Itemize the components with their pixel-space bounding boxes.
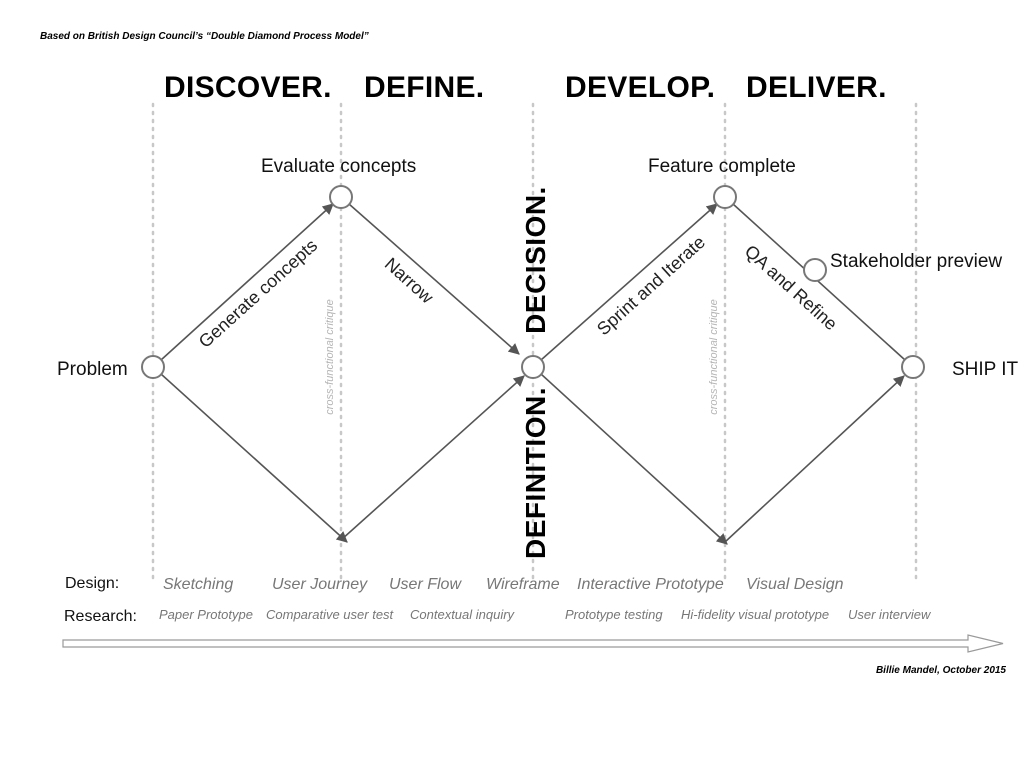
- critique-label: cross-functional critique: [708, 299, 720, 415]
- edge-converge-lower: [340, 375, 525, 541]
- research-item: Comparative user test: [266, 607, 395, 622]
- phase-define: DEFINE.: [364, 71, 484, 104]
- author-credit: Billie Mandel, October 2015: [876, 665, 1006, 676]
- label-problem: Problem: [57, 359, 128, 380]
- edge-diverge-lower: [160, 373, 348, 543]
- design-item: Interactive Prototype: [577, 576, 724, 593]
- label-stakeholder: Stakeholder preview: [830, 251, 1002, 272]
- node-stakeholder: [803, 258, 827, 282]
- edge-generate: [160, 203, 334, 361]
- label-generate: Generate concepts: [195, 235, 321, 352]
- diamond-nodes: [141, 185, 925, 379]
- timeline-arrow: [62, 634, 1004, 653]
- node-ship: [901, 355, 925, 379]
- research-item: Contextual inquiry: [410, 607, 516, 622]
- label-evaluate: Evaluate concepts: [261, 156, 416, 177]
- label-feature: Feature complete: [648, 156, 796, 177]
- edge-qa: [732, 203, 906, 361]
- phase-guides: [151, 102, 918, 582]
- node-evaluate: [329, 185, 353, 209]
- edge-sprint: [540, 203, 718, 361]
- research-row-label: Research:: [64, 608, 137, 625]
- label-sprint: Sprint and Iterate: [593, 232, 709, 339]
- critique-label: cross-functional critique: [324, 299, 336, 415]
- research-item: Paper Prototype: [159, 607, 253, 622]
- phase-develop: DEVELOP.: [565, 71, 715, 104]
- edge-narrow: [348, 203, 520, 355]
- source-note: Based on British Design Council’s “Doubl…: [40, 31, 369, 42]
- design-item: Sketching: [163, 576, 233, 593]
- label-narrow: Narrow: [381, 254, 438, 308]
- research-item: Prototype testing: [565, 607, 663, 622]
- diamond-edges: [160, 203, 906, 545]
- label-decision: DECISION.: [520, 186, 551, 334]
- research-item: Hi-fidelity visual prototype: [681, 607, 829, 622]
- node-decision: [521, 355, 545, 379]
- node-problem: [141, 355, 165, 379]
- design-item: User Journey: [272, 576, 368, 593]
- design-row-label: Design:: [65, 575, 119, 592]
- node-feature: [713, 185, 737, 209]
- label-definition: DEFINITION.: [520, 387, 551, 559]
- design-item: Visual Design: [746, 576, 844, 593]
- design-item: Wireframe: [486, 576, 560, 593]
- edge-diverge-lower-2: [540, 373, 728, 545]
- phase-deliver: DELIVER.: [746, 71, 887, 104]
- label-ship: SHIP IT: [952, 359, 1019, 380]
- edge-converge-lower-2: [724, 375, 905, 543]
- design-item: User Flow: [389, 576, 462, 593]
- phase-discover: DISCOVER.: [164, 71, 332, 104]
- research-item: User interview: [848, 607, 932, 622]
